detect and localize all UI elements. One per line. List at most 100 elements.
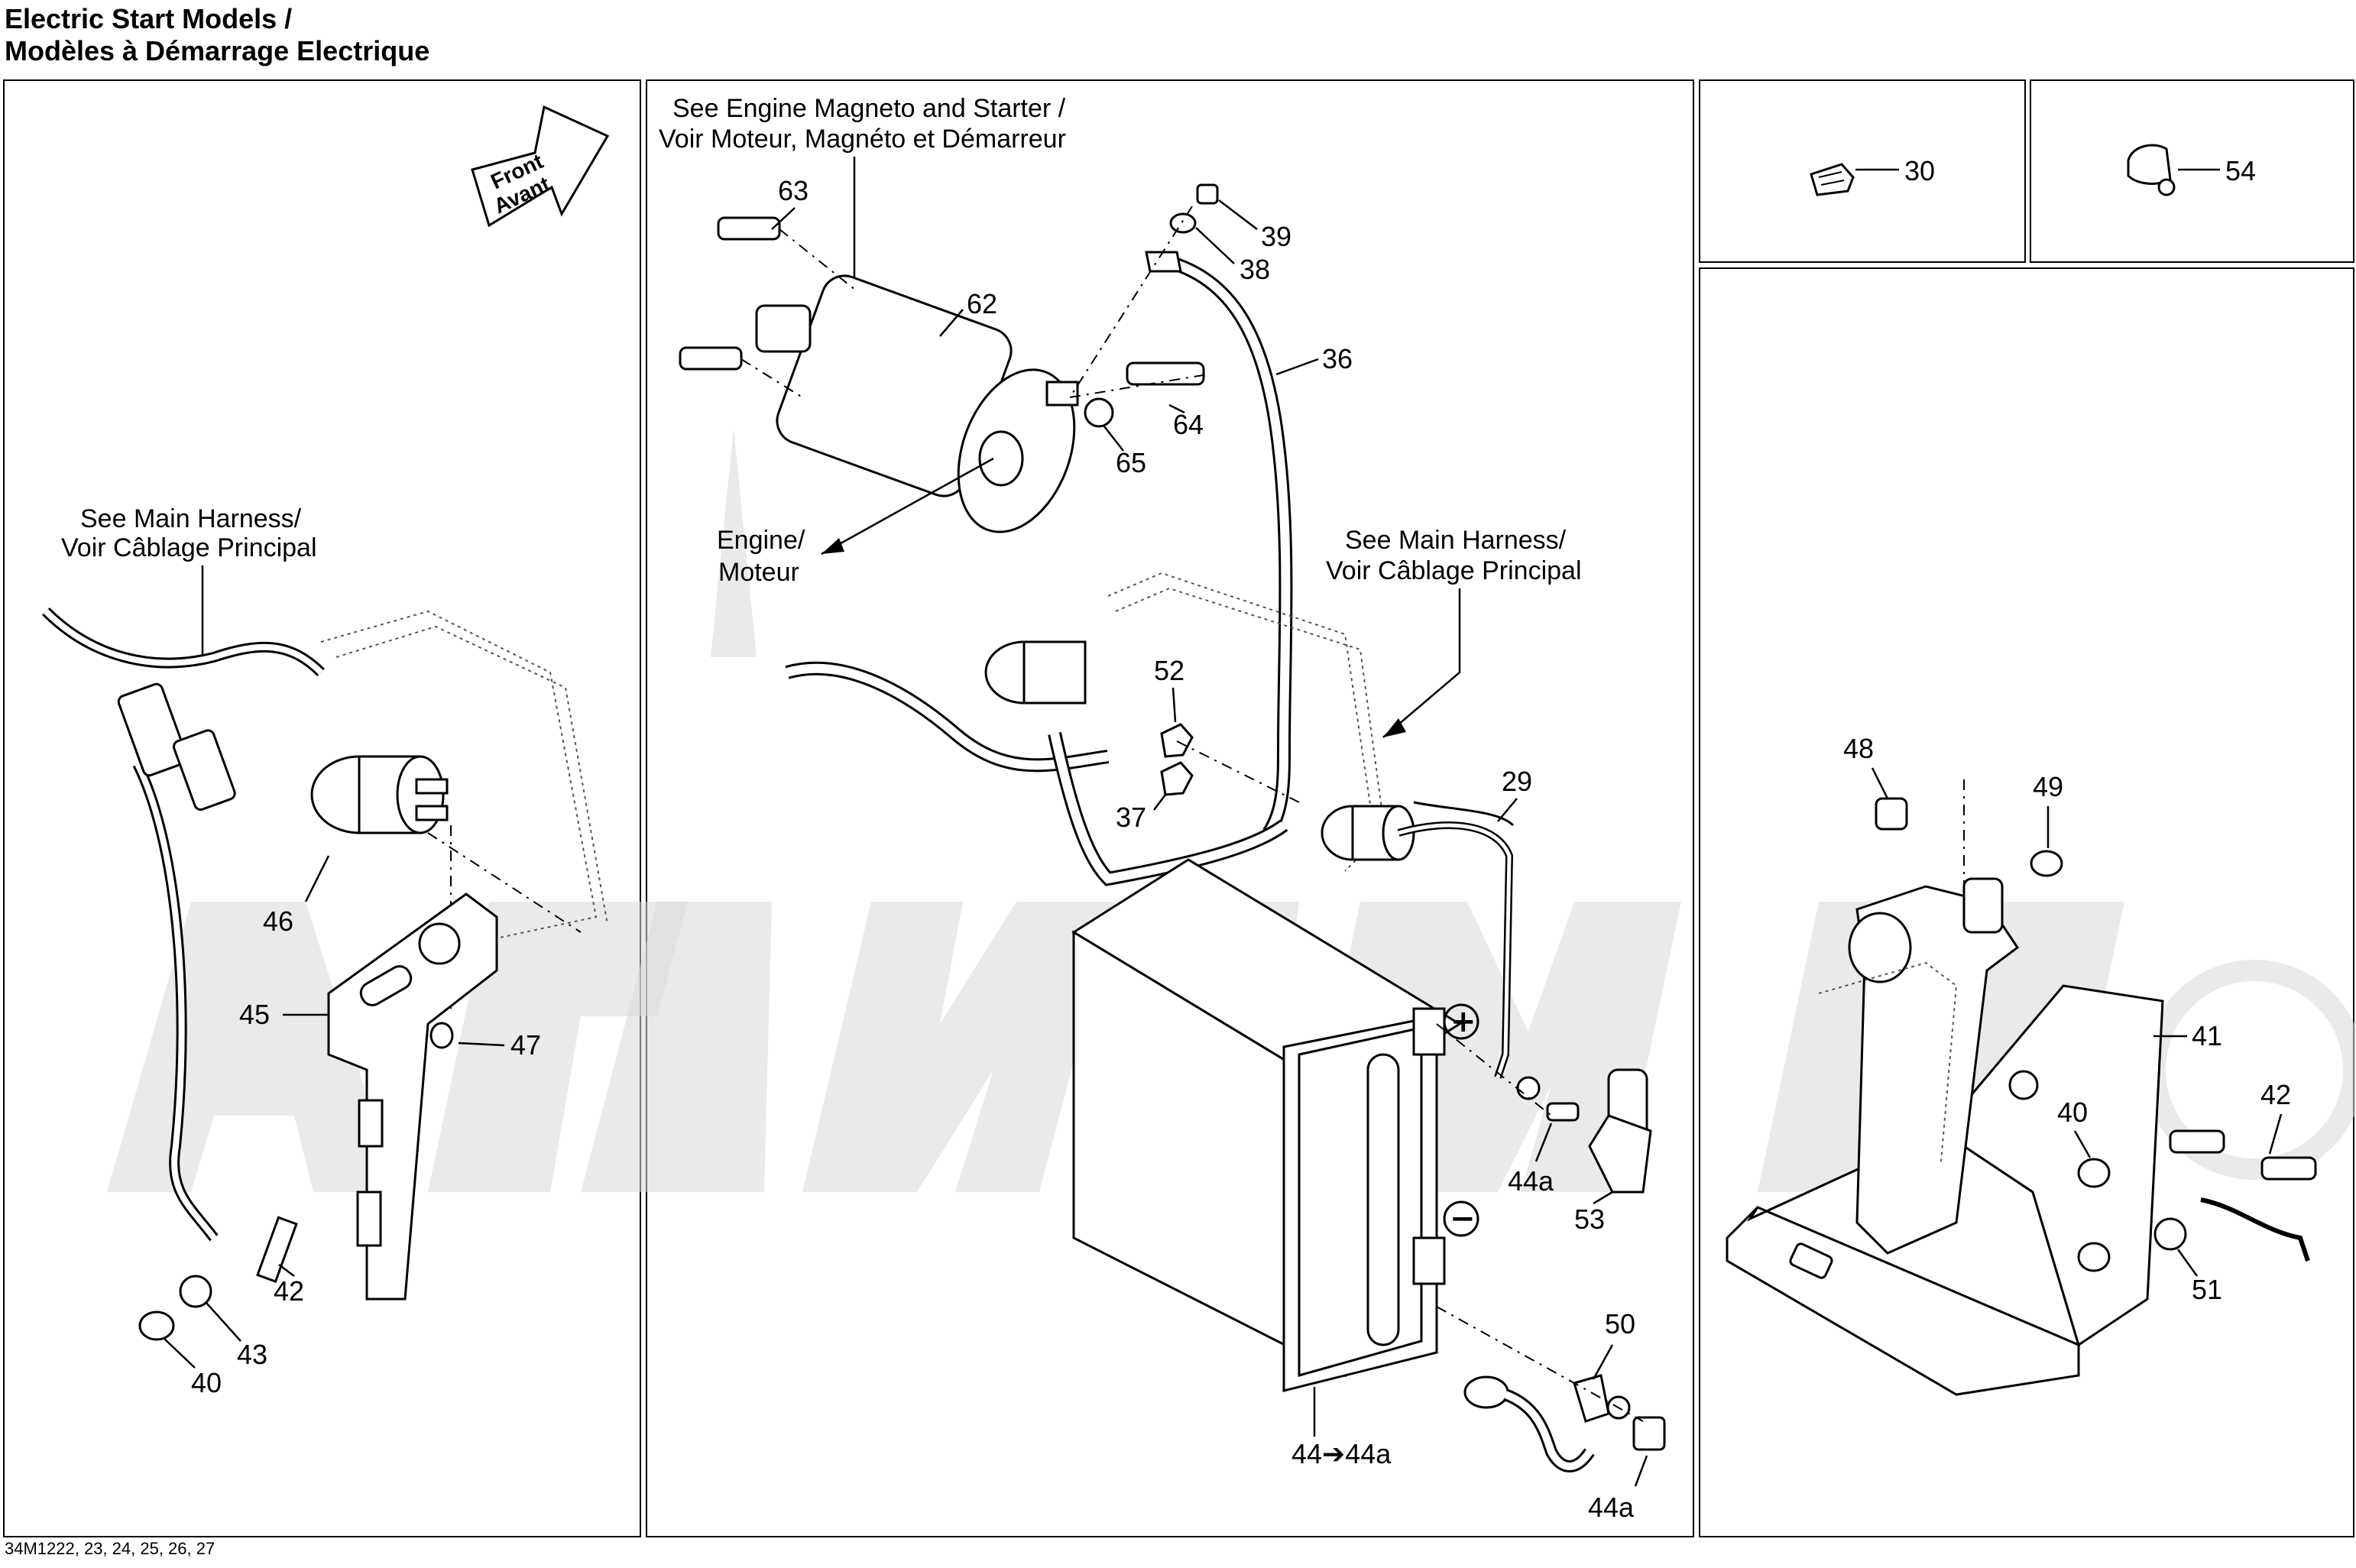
part-30 [1810, 163, 1855, 196]
leader-40-left [164, 1338, 196, 1369]
nut-39 [1196, 183, 1219, 205]
washer-43 [179, 1275, 212, 1308]
leader-48 [1871, 767, 1889, 799]
nut-37 [1160, 761, 1194, 796]
arrowhead-main-harness-center [1383, 718, 1406, 737]
callout-30: 30 [1904, 155, 1935, 186]
callout-29: 29 [1502, 766, 1532, 797]
panel-top-right-a [1699, 79, 2026, 263]
main-harness-note-left-1: See Main Harness/ [80, 504, 302, 533]
callout-50: 50 [1605, 1308, 1635, 1340]
callout-40-left: 40 [191, 1367, 222, 1398]
leader-65 [1103, 426, 1124, 452]
callout-42-right: 42 [2260, 1079, 2291, 1110]
bolt-44a-top [1546, 1102, 1580, 1122]
battery-44 [1071, 858, 1462, 1392]
starter-motor-62 [755, 274, 1079, 533]
callout-48: 48 [1843, 733, 1874, 764]
callout-65: 65 [1116, 447, 1146, 478]
panel-center [646, 79, 1694, 1537]
nut-40-right-2 [2077, 1242, 2111, 1272]
washer-65 [1084, 397, 1114, 428]
callout-47: 47 [510, 1029, 541, 1061]
part-54 [2127, 144, 2176, 196]
leader-64 [1168, 403, 1185, 414]
leader-40-right [2073, 1130, 2092, 1158]
main-harness-note-center-2: Voir Câblage Principal [1326, 556, 1582, 585]
callout-49: 49 [2033, 771, 2063, 802]
callout-45: 45 [239, 999, 270, 1030]
callout-63: 63 [778, 175, 809, 206]
leader-51 [2176, 1249, 2199, 1277]
nut-52 [1160, 723, 1194, 758]
nut-49 [2030, 850, 2063, 877]
callout-39: 39 [1261, 221, 1291, 252]
callout-64: 64 [1173, 409, 1204, 440]
washer-38 [1169, 212, 1197, 234]
panel-right [1699, 267, 2354, 1537]
terminal-cover-53 [1588, 1068, 1652, 1194]
leader-47 [458, 1042, 505, 1047]
bolt-42-right-a [2169, 1129, 2225, 1154]
callout-53: 53 [1574, 1204, 1605, 1235]
leader-42-left [278, 1264, 295, 1277]
callout-44a-bottom: 44a [1588, 1492, 1635, 1523]
bolt-64 [1126, 361, 1205, 386]
title-line-1: Electric Start Models / [5, 3, 293, 34]
cable-29-fill [1398, 823, 1512, 1078]
bolt-42-left [256, 1216, 298, 1283]
leader-42-right [2268, 1113, 2283, 1155]
nut-40-right [2077, 1158, 2111, 1188]
minus-terminal: − [1450, 1201, 1476, 1236]
leader-44a-bottom [1634, 1455, 1648, 1487]
cable-29-lead [1413, 801, 1515, 827]
leader-52 [1172, 687, 1177, 723]
leader-50 [1592, 1344, 1614, 1380]
callout-54: 54 [2225, 155, 2256, 186]
leader-53 [1593, 1191, 1613, 1205]
leader-37 [1153, 794, 1166, 811]
callout-51: 51 [2192, 1274, 2222, 1305]
solenoid-left [310, 755, 449, 834]
axis-63-lower [741, 358, 803, 398]
callout-62: 62 [967, 288, 997, 319]
harness-center [785, 572, 1388, 886]
bolt-48 [1875, 797, 1908, 831]
drawing-reference: 34M1222, 23, 24, 25, 26, 27 [5, 1539, 216, 1558]
leader-39 [1218, 199, 1258, 230]
leader-63 [771, 207, 796, 230]
callout-36: 36 [1322, 343, 1353, 374]
callout-44a-top: 44a [1508, 1165, 1554, 1197]
axis-44a-bottom [1436, 1306, 1644, 1422]
minus-circle [1443, 1200, 1479, 1237]
leader-43 [206, 1302, 241, 1342]
nut-40-left [138, 1310, 175, 1341]
engine-magneto-note-2: Voir Moteur, Magnéto et Démarreur [659, 125, 1066, 154]
bolt-44a-bottom [1632, 1416, 1666, 1451]
bolt-63-lower [679, 346, 743, 371]
callout-52: 52 [1154, 655, 1184, 686]
main-harness-note-left-2: Voir Câblage Principal [61, 533, 317, 562]
leader-29 [1497, 798, 1518, 822]
callout-44-range: 44➔44a [1291, 1438, 1392, 1469]
bolt-63-upper [717, 216, 781, 241]
callout-46: 46 [263, 905, 293, 937]
part-47 [429, 1022, 454, 1049]
leader-44a-top [1534, 1123, 1553, 1162]
washer-44a-top [1516, 1076, 1541, 1100]
engine-note-2: Moteur [718, 558, 799, 587]
callout-41: 41 [2192, 1020, 2222, 1051]
title-line-2: Modèles à Démarrage Electrique [5, 35, 430, 66]
main-harness-note-center-1: See Main Harness/ [1345, 526, 1567, 555]
cable-36 [1145, 251, 1293, 837]
leader-46 [304, 855, 330, 902]
callout-42-left: 42 [274, 1275, 304, 1307]
engine-note-1: Engine/ [717, 526, 805, 555]
cable-50 [1463, 1374, 1610, 1472]
plus-circle [1443, 1003, 1479, 1040]
leader-38 [1195, 227, 1235, 264]
engine-magneto-note-1: See Engine Magneto and Starter / [672, 94, 1066, 123]
callout-38: 38 [1240, 254, 1270, 285]
leader-main-harness-center [1382, 588, 1461, 738]
